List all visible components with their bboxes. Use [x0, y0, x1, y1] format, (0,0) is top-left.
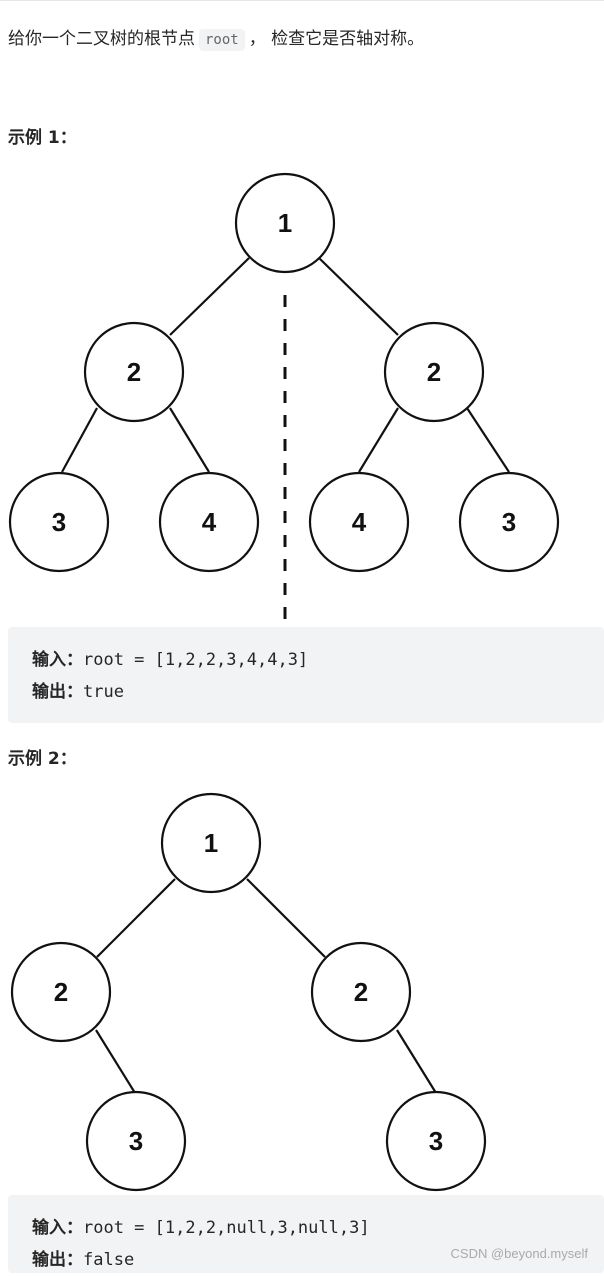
tree-node-label: 3: [129, 1126, 143, 1156]
example-1-output-line: 输出：true: [32, 676, 604, 708]
tree-node-label: 2: [127, 357, 141, 387]
tree-node: 2: [310, 941, 412, 1043]
tree-node: 3: [385, 1090, 487, 1192]
tree-node-label: 2: [54, 977, 68, 1007]
example-1-heading: 示例 1：: [8, 128, 77, 148]
tree-node-label: 4: [352, 507, 367, 537]
example-2-code-block: 输入：root = [1,2,2,null,3,null,3] 输出：false: [8, 1195, 604, 1273]
edge: [318, 257, 399, 336]
input-label: 输入：: [32, 1218, 83, 1238]
tree-node: 4: [308, 471, 410, 573]
example-2-tree-diagram: 1 2 2 3 3: [10, 792, 487, 1192]
tree-node: 3: [458, 471, 560, 573]
input-value: root = [1,2,2,3,4,4,3]: [83, 650, 309, 670]
tree-1-edges: [61, 257, 510, 623]
input-label: 输入：: [32, 650, 83, 670]
tree-node-label: 3: [429, 1126, 443, 1156]
tree-node: 1: [234, 172, 336, 274]
tree-node-label: 1: [278, 208, 292, 238]
example-1-code-block: 输入：root = [1,2,2,3,4,4,3] 输出：true: [8, 627, 604, 723]
problem-text-before: 给你一个二叉树的根节点: [8, 29, 195, 49]
edge: [61, 407, 98, 473]
output-label: 输出：: [32, 1250, 83, 1270]
tree-node: 4: [158, 471, 260, 573]
tree-node-label: 4: [202, 507, 217, 537]
tree-node-label: 2: [427, 357, 441, 387]
tree-node: 3: [85, 1090, 187, 1192]
tree-node-label: 1: [204, 828, 218, 858]
example-1-tree-diagram: 1 2 2 3 4 4 3: [8, 172, 560, 623]
example-2-heading: 示例 2：: [8, 749, 77, 769]
edge: [169, 407, 210, 473]
tree-node-label: 3: [52, 507, 66, 537]
tree-node: 2: [83, 321, 185, 423]
output-label: 输出：: [32, 682, 83, 702]
edge: [466, 407, 510, 473]
top-divider: [0, 0, 604, 1]
tree-2-edges: [95, 878, 437, 1094]
edge: [396, 1029, 437, 1094]
input-value: root = [1,2,2,null,3,null,3]: [83, 1218, 370, 1238]
edge: [246, 878, 326, 958]
problem-text-after: ， 检查它是否轴对称。: [248, 29, 425, 49]
inline-code-root: root: [199, 29, 245, 51]
tree-node-label: 3: [502, 507, 516, 537]
tree-node: 1: [160, 792, 262, 894]
tree-2-nodes: 1 2 2 3 3: [10, 792, 487, 1192]
example-2-output-line: 输出：false: [32, 1244, 604, 1276]
tree-node: 2: [10, 941, 112, 1043]
tree-node: 3: [8, 471, 110, 573]
output-value: false: [83, 1250, 135, 1270]
tree-node-label: 2: [354, 977, 368, 1007]
output-value: true: [83, 682, 124, 702]
edge: [96, 878, 176, 958]
tree-1-nodes: 1 2 2 3 4 4 3: [8, 172, 560, 573]
edge: [95, 1029, 136, 1094]
edge: [358, 407, 399, 473]
csdn-watermark: CSDN @beyond.myself: [450, 1246, 588, 1261]
example-1-input-line: 输入：root = [1,2,2,3,4,4,3]: [32, 644, 604, 676]
tree-node: 2: [383, 321, 485, 423]
example-2-input-line: 输入：root = [1,2,2,null,3,null,3]: [32, 1212, 604, 1244]
edge: [169, 257, 250, 336]
